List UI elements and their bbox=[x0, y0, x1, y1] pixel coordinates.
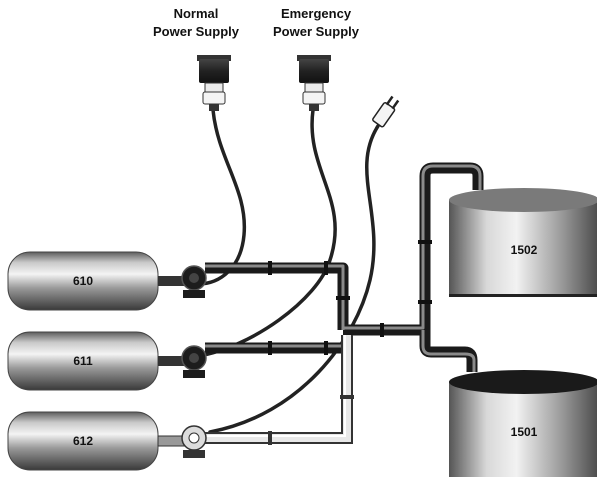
pump-611-icon bbox=[158, 346, 206, 378]
tank-611: 611 bbox=[8, 332, 158, 390]
emergency-supply-receptacle bbox=[297, 55, 331, 111]
emergency-power-supply-label: Emergency Power Supply bbox=[273, 6, 360, 39]
tank-1501: 1501 bbox=[449, 370, 597, 477]
tank-612: 612 bbox=[8, 412, 158, 470]
tank-1502-label: 1502 bbox=[511, 243, 538, 257]
tank-1502: 1502 bbox=[449, 188, 597, 297]
portable-plug-icon bbox=[372, 95, 400, 128]
normal-power-supply-label: Normal Power Supply bbox=[153, 6, 240, 39]
normal-supply-line2: Power Supply bbox=[153, 24, 240, 39]
tank-611-label: 611 bbox=[73, 354, 93, 368]
tank-610: 610 bbox=[8, 252, 158, 310]
pump-610-icon bbox=[158, 266, 206, 298]
pump-612-icon bbox=[158, 426, 206, 458]
normal-supply-cord bbox=[198, 110, 244, 284]
tank-610-label: 610 bbox=[73, 274, 93, 288]
tank-612-label: 612 bbox=[73, 434, 93, 448]
tank-1501-label: 1501 bbox=[511, 425, 538, 439]
normal-supply-receptacle bbox=[197, 55, 231, 111]
normal-supply-line1: Normal bbox=[174, 6, 219, 21]
emergency-supply-cord bbox=[198, 110, 335, 356]
emergency-supply-line1: Emergency bbox=[281, 6, 352, 21]
emergency-supply-line2: Power Supply bbox=[273, 24, 360, 39]
